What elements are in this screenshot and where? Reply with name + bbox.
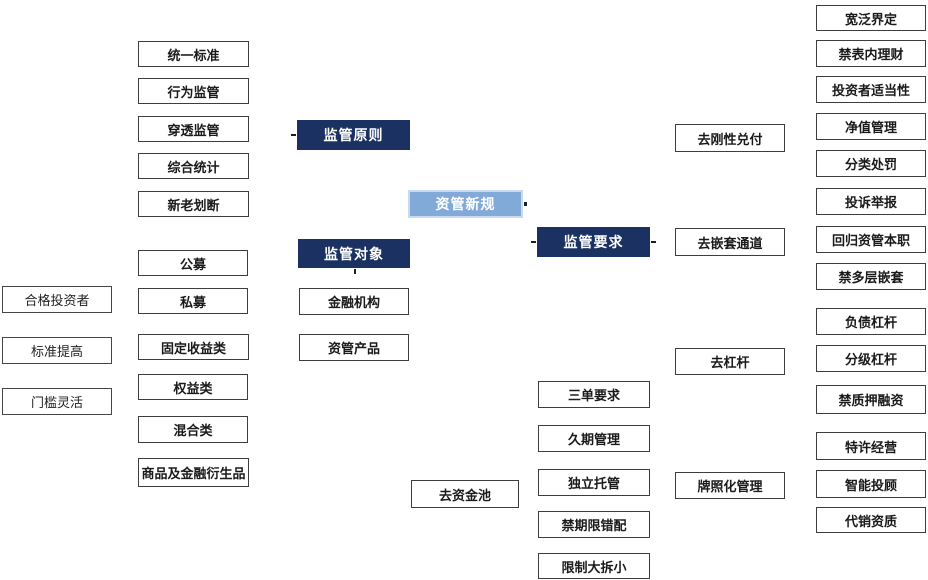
node-investor-suitability: 投资者适当性 <box>816 76 926 103</box>
node-distribution-qualification: 代销资质 <box>816 507 926 533</box>
node-broad-definition: 宽泛界定 <box>816 5 926 31</box>
node-no-pledge-financing: 禁质押融资 <box>816 385 926 414</box>
node-complaint-reporting: 投诉举报 <box>816 188 926 215</box>
node-financial-institutions: 金融机构 <box>299 288 409 315</box>
node-mixed-type: 混合类 <box>138 416 248 443</box>
node-remove-rigid-payment: 去刚性兑付 <box>675 124 785 152</box>
node-conduct-regulation: 行为监管 <box>138 78 249 104</box>
node-duration-management: 久期管理 <box>538 425 650 452</box>
node-flexible-threshold: 门槛灵活 <box>2 388 112 415</box>
node-three-orders: 三单要求 <box>538 381 650 408</box>
connector-stub <box>524 202 527 206</box>
node-remove-capital-pool: 去资金池 <box>411 480 519 508</box>
node-deleverage: 去杠杆 <box>675 348 785 375</box>
connector-stub <box>531 241 536 243</box>
node-asset-mgmt-new-rules: 资管新规 <box>408 190 523 218</box>
node-standard-raised: 标准提高 <box>2 337 112 364</box>
node-no-maturity-mismatch: 禁期限错配 <box>538 511 650 538</box>
node-no-on-balance-wm: 禁表内理财 <box>816 40 926 67</box>
node-penetrating-regulation: 穿透监管 <box>138 116 249 142</box>
node-regulation-requirements: 监管要求 <box>537 227 650 257</box>
node-private-offering: 私募 <box>138 288 248 314</box>
node-classified-penalty: 分类处罚 <box>816 150 926 177</box>
node-no-multilayer-nesting: 禁多层嵌套 <box>816 263 926 290</box>
connector-stub <box>291 134 296 136</box>
connector-stub <box>651 241 656 243</box>
node-limit-splitting: 限制大拆小 <box>538 553 650 579</box>
node-unified-standard: 统一标准 <box>138 41 249 67</box>
node-fixed-income: 固定收益类 <box>138 334 249 360</box>
node-debt-leverage: 负债杠杆 <box>816 308 926 335</box>
node-equity-type: 权益类 <box>138 374 248 400</box>
node-public-offering: 公募 <box>138 250 248 276</box>
node-regulation-principles: 监管原则 <box>297 120 410 150</box>
node-remove-nested-channels: 去嵌套通道 <box>675 228 785 256</box>
node-qualified-investor: 合格投资者 <box>2 286 112 313</box>
node-tranche-leverage: 分级杠杆 <box>816 345 926 372</box>
node-asset-mgmt-products: 资管产品 <box>299 334 409 361</box>
node-new-old-demarcation: 新老划断 <box>138 191 249 217</box>
node-license-management: 牌照化管理 <box>675 472 785 499</box>
node-comprehensive-statistics: 综合统计 <box>138 153 249 179</box>
node-commodity-derivatives: 商品及金融衍生品 <box>138 458 249 487</box>
node-regulation-objects: 监管对象 <box>298 239 410 268</box>
node-return-to-am-duty: 回归资管本职 <box>816 226 926 253</box>
node-robo-advisor: 智能投顾 <box>816 470 926 498</box>
node-franchise-operation: 特许经营 <box>816 432 926 460</box>
connector-stub <box>354 269 356 274</box>
node-independent-custody: 独立托管 <box>538 469 650 496</box>
node-nav-management: 净值管理 <box>816 113 926 140</box>
